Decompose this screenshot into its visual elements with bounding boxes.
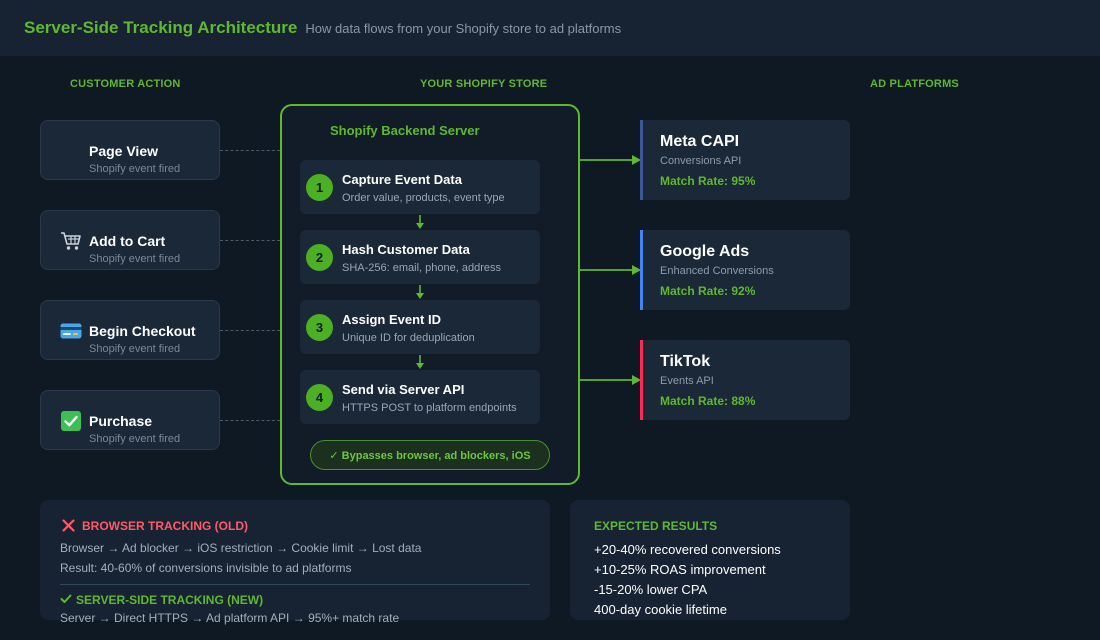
action-sub: Shopify event fired bbox=[89, 163, 181, 175]
step-description: Order value, products, event type bbox=[342, 192, 505, 204]
result-item: +20-40% recovered conversions bbox=[594, 542, 781, 557]
platform-sub: Enhanced Conversions bbox=[660, 265, 774, 277]
step-number: 4 bbox=[306, 384, 333, 411]
step-capture-event-data: 1 Capture Event Data Order value, produc… bbox=[300, 160, 540, 214]
step-send-via-server-api: 4 Send via Server API HTTPS POST to plat… bbox=[300, 370, 540, 424]
platform-match-rate: Match Rate: 88% bbox=[660, 394, 756, 408]
step-description: Unique ID for deduplication bbox=[342, 332, 475, 344]
tracking-comparison-panel: BROWSER TRACKING (OLD) Browser → Ad bloc… bbox=[40, 500, 550, 625]
server-title: Shopify Backend Server bbox=[330, 123, 480, 138]
action-card-begin-checkout[interactable]: Begin Checkout Shopify event fired bbox=[40, 300, 220, 360]
step-title: Capture Event Data bbox=[342, 172, 462, 187]
action-name: Purchase bbox=[89, 413, 153, 429]
down-arrow-icon bbox=[416, 215, 424, 229]
server-to-platform-arrows bbox=[580, 155, 641, 385]
step-number: 3 bbox=[306, 314, 333, 341]
connector-page-view bbox=[220, 150, 280, 151]
platform-sub: Events API bbox=[660, 375, 714, 387]
platform-card-tiktok[interactable]: TikTok Events API Match Rate: 88% bbox=[640, 340, 850, 420]
action-card-add-to-cart[interactable]: Add to Cart Shopify event fired bbox=[40, 210, 220, 270]
column-label-platforms: AD PLATFORMS bbox=[870, 78, 959, 90]
shopping-cart-icon bbox=[60, 231, 82, 251]
platform-match-rate: Match Rate: 95% bbox=[660, 174, 756, 188]
page-title: Server-Side Tracking Architecture bbox=[24, 18, 298, 37]
result-item: -15-20% lower CPA bbox=[594, 582, 708, 597]
step-assign-event-id: 3 Assign Event ID Unique ID for deduplic… bbox=[300, 300, 540, 354]
step-number: 1 bbox=[306, 174, 333, 201]
connector-begin-checkout bbox=[220, 330, 280, 331]
action-card-purchase[interactable]: Purchase Shopify event fired bbox=[40, 390, 220, 450]
connector-add-to-cart bbox=[220, 240, 280, 241]
checkmark-icon bbox=[60, 594, 72, 603]
action-name: Page View bbox=[89, 143, 159, 159]
column-label-store: YOUR SHOPIFY STORE bbox=[420, 78, 548, 90]
platform-card-google-ads[interactable]: Google Ads Enhanced Conversions Match Ra… bbox=[640, 230, 850, 310]
page-subtitle: How data flows from your Shopify store t… bbox=[305, 21, 622, 36]
expected-results-panel: EXPECTED RESULTS +20-40% recovered conve… bbox=[570, 500, 850, 620]
step-number: 2 bbox=[306, 244, 333, 271]
platform-sub: Conversions API bbox=[660, 155, 742, 167]
action-name: Add to Cart bbox=[89, 233, 166, 249]
header-bar: Server-Side Tracking Architecture How da… bbox=[0, 0, 1100, 56]
credit-card-icon bbox=[60, 321, 82, 341]
expected-results-heading: EXPECTED RESULTS bbox=[594, 519, 718, 533]
action-card-page-view[interactable]: Page View Shopify event fired bbox=[40, 120, 220, 180]
down-arrow-icon bbox=[416, 355, 424, 369]
browser-tracking-flow: Browser → Ad blocker → iOS restriction →… bbox=[60, 541, 422, 555]
result-item: 400-day cookie lifetime bbox=[594, 602, 727, 617]
server-tracking-heading: SERVER-SIDE TRACKING (NEW) bbox=[76, 593, 264, 607]
step-description: HTTPS POST to platform endpoints bbox=[342, 402, 517, 414]
x-mark-icon bbox=[62, 519, 75, 532]
step-description: SHA-256: email, phone, address bbox=[342, 262, 501, 274]
step-hash-customer-data: 2 Hash Customer Data SHA-256: email, pho… bbox=[300, 230, 540, 284]
platform-name: TikTok bbox=[660, 353, 711, 370]
action-sub: Shopify event fired bbox=[89, 433, 181, 445]
connector-purchase bbox=[220, 420, 280, 421]
server-tracking-flow: Server → Direct HTTPS → Ad platform API … bbox=[60, 611, 400, 625]
down-arrow-icon bbox=[416, 285, 424, 299]
divider bbox=[60, 584, 530, 585]
platform-name: Meta CAPI bbox=[660, 133, 740, 150]
browser-tracking-result: Result: 40-60% of conversions invisible … bbox=[60, 561, 352, 575]
platform-card-meta-capi[interactable]: Meta CAPI Conversions API Match Rate: 95… bbox=[640, 120, 850, 200]
platform-name: Google Ads bbox=[660, 243, 750, 260]
step-title: Send via Server API bbox=[342, 382, 465, 397]
checkmark-icon bbox=[60, 411, 82, 431]
action-sub: Shopify event fired bbox=[89, 343, 181, 355]
action-sub: Shopify event fired bbox=[89, 253, 181, 265]
browser-tracking-heading: BROWSER TRACKING (OLD) bbox=[82, 519, 248, 533]
platform-match-rate: Match Rate: 92% bbox=[660, 284, 756, 298]
step-title: Assign Event ID bbox=[342, 312, 441, 327]
step-title: Hash Customer Data bbox=[342, 242, 470, 257]
action-name: Begin Checkout bbox=[89, 323, 196, 339]
result-item: +10-25% ROAS improvement bbox=[594, 562, 766, 577]
column-label-customer: CUSTOMER ACTION bbox=[70, 78, 181, 90]
bypass-badge: ✓ Bypasses browser, ad blockers, iOS bbox=[310, 440, 550, 470]
